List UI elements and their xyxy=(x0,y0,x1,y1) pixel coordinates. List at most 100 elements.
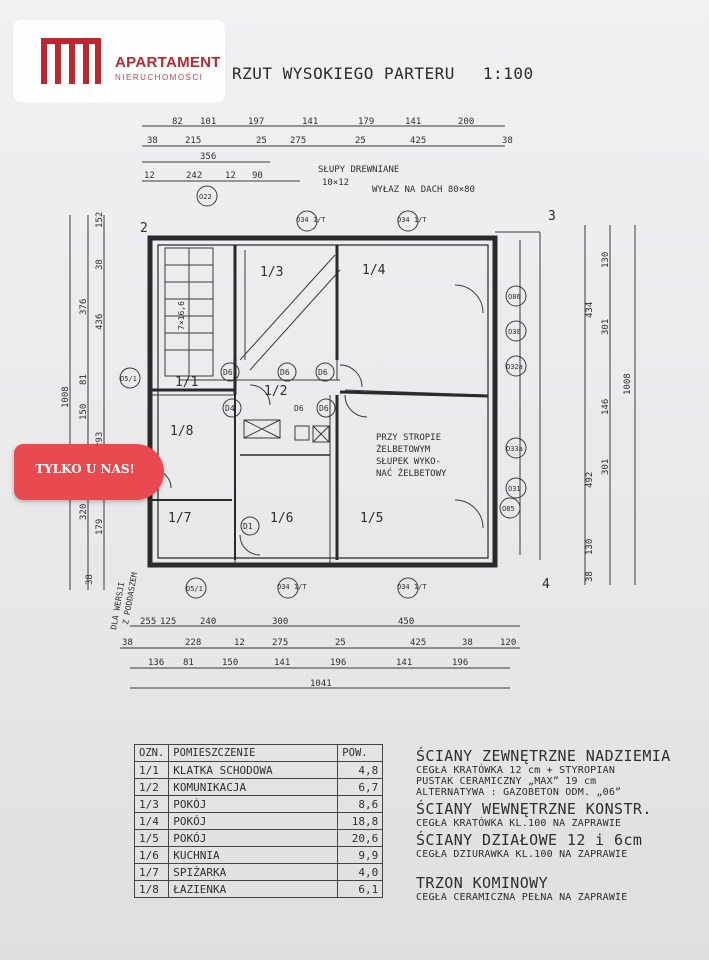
dim-top-1: 101 xyxy=(200,117,216,127)
window-tag: O30 xyxy=(508,328,521,336)
room-label-1-3: 1/3 xyxy=(260,265,283,280)
table-row: 1/2 KOMUNIKACJA 6,7 xyxy=(133,778,384,796)
door-tag: D6 xyxy=(318,368,328,377)
note-roof-hatch: WYŁAZ NA DACH 80×80 xyxy=(372,185,475,195)
dim-top-2: 38 xyxy=(147,136,158,146)
room-code: 1/5 xyxy=(133,829,170,847)
ext-walls-title: ŚCIANY ZEWNĘTRZNE NADZIEMIA xyxy=(416,747,671,765)
room-label-1-5: 1/5 xyxy=(360,511,383,526)
dim-bottom-1: 255 xyxy=(140,617,156,627)
agency-logo: APARTAMENT NIERUCHOMOŚCI xyxy=(13,20,225,102)
room-name: POKÓJ xyxy=(168,829,339,847)
window-tag: O34 1/T xyxy=(277,583,307,591)
dim-bottom-2: 275 xyxy=(272,638,288,648)
col-header-area: POW. xyxy=(337,744,384,762)
room-code: 1/8 xyxy=(133,880,170,898)
room-name: POKÓJ xyxy=(168,795,339,813)
note-pillar-line: PRZY STROPIE xyxy=(376,433,441,443)
dim-right: 130 xyxy=(585,539,595,555)
room-label-1-4: 1/4 xyxy=(362,263,386,278)
dim-top-4: 12 xyxy=(225,171,236,181)
window-tag: O34 1/T xyxy=(296,216,326,224)
dim-bottom-2: 120 xyxy=(500,638,516,648)
note-pillar-line: SŁUPEK WYKO- xyxy=(376,457,441,467)
door-tag: D6 xyxy=(294,404,304,413)
window-tag: O5/1 xyxy=(120,375,137,383)
chimney-line: CEGŁA CERAMICZNA PEŁNA NA ZAPRAWIE xyxy=(416,892,628,903)
dim-right: 146 xyxy=(601,399,611,415)
dim-bottom-total: 1041 xyxy=(310,679,332,689)
plan-title-text: RZUT WYSOKIEGO PARTERU xyxy=(232,64,455,83)
table-row: 1/1 KLATKA SCHODOWA 4,8 xyxy=(133,761,384,779)
dim-top-4: 242 xyxy=(186,171,202,181)
dim-bottom-1: 450 xyxy=(398,617,414,627)
table-row: 1/3 POKÓJ 8,6 xyxy=(133,795,384,813)
room-area: 20,6 xyxy=(337,829,384,847)
dim-bottom-2: 38 xyxy=(462,638,473,648)
dim-right: 434 xyxy=(585,302,595,318)
room-area: 6,1 xyxy=(337,880,384,898)
dim-top-2: 25 xyxy=(256,136,267,146)
dim-top-2: 25 xyxy=(355,136,366,146)
dim-top-2: 38 xyxy=(502,136,513,146)
room-name: POKÓJ xyxy=(168,812,339,830)
door-tag: D6 xyxy=(280,368,290,377)
room-label-1-8: 1/8 xyxy=(170,424,193,439)
logo-subtitle: NIERUCHOMOŚCI xyxy=(115,73,204,82)
dim-top-1: 197 xyxy=(248,117,264,127)
dim-bottom-2: 228 xyxy=(185,638,201,648)
col-header-room: POMIESZCZENIE xyxy=(168,744,339,762)
room-area: 8,6 xyxy=(337,795,384,813)
room-label-1-6: 1/6 xyxy=(270,511,293,526)
room-label-1-7: 1/7 xyxy=(168,511,191,526)
dim-top-1: 200 xyxy=(458,117,474,127)
dim-left: 38 xyxy=(85,574,95,585)
logo-name: APARTAMENT xyxy=(115,54,221,71)
dim-bottom-2: 12 xyxy=(234,638,245,648)
note-columns: SŁUPY DREWNIANE xyxy=(318,165,399,175)
room-name: ŁAZIENKA xyxy=(168,880,339,898)
dim-bottom-3: 150 xyxy=(222,658,238,668)
room-code: 1/4 xyxy=(133,812,170,830)
plan-scale: 1:100 xyxy=(482,64,534,83)
window-tag: O33a xyxy=(506,445,523,453)
room-code: 1/1 xyxy=(133,761,170,779)
table-row: 1/5 POKÓJ 20,6 xyxy=(133,829,384,847)
dim-top-3: 356 xyxy=(200,152,216,162)
dim-right: 301 xyxy=(601,459,611,475)
dim-bottom-2: 425 xyxy=(410,638,426,648)
dim-left: 376 xyxy=(79,299,89,315)
dim-left: 81 xyxy=(79,374,89,385)
window-tag: O32a xyxy=(506,363,523,371)
dim-bottom-3: 141 xyxy=(396,658,412,668)
dim-left: 293 xyxy=(95,432,105,448)
door-tag: D4 xyxy=(225,404,235,413)
dim-right: 130 xyxy=(601,252,611,268)
room-code: 1/7 xyxy=(133,863,170,881)
room-area: 9,9 xyxy=(337,846,384,864)
floor-plan-drawing: 82 101 197 141 179 141 200 38 215 25 275… xyxy=(61,117,636,689)
table-row: 1/4 POKÓJ 18,8 xyxy=(133,812,384,830)
axis-corner-4: 4 xyxy=(542,577,550,592)
room-label-1-2: 1/2 xyxy=(264,384,287,399)
dim-left: 1008 xyxy=(61,386,71,408)
window-tag: O5/1 xyxy=(186,585,203,593)
dim-bottom-2: 38 xyxy=(122,638,133,648)
dim-left: 152 xyxy=(95,212,105,228)
dim-top-1: 82 xyxy=(172,117,183,127)
dim-top-2: 425 xyxy=(410,136,426,146)
partition-walls-title: ŚCIANY DZIAŁOWE 12 i 6cm xyxy=(416,831,643,849)
dim-left: 320 xyxy=(79,504,89,520)
dim-top-2: 215 xyxy=(185,136,201,146)
axis-corner-3: 3 xyxy=(548,209,556,224)
dim-left: 179 xyxy=(95,519,105,535)
room-name: KOMUNIKACJA xyxy=(168,778,339,796)
rooms-table-header: OZN. POMIESZCZENIE POW. xyxy=(133,744,384,762)
window-tag: O22 xyxy=(199,193,212,201)
table-row: 1/8 ŁAZIENKA 6,1 xyxy=(133,880,384,898)
room-area: 6,7 xyxy=(337,778,384,796)
dim-top-2: 275 xyxy=(290,136,306,146)
dim-bottom-2: 25 xyxy=(335,638,346,648)
window-tag: O31 xyxy=(508,485,521,493)
building-logo-icon xyxy=(41,38,101,84)
